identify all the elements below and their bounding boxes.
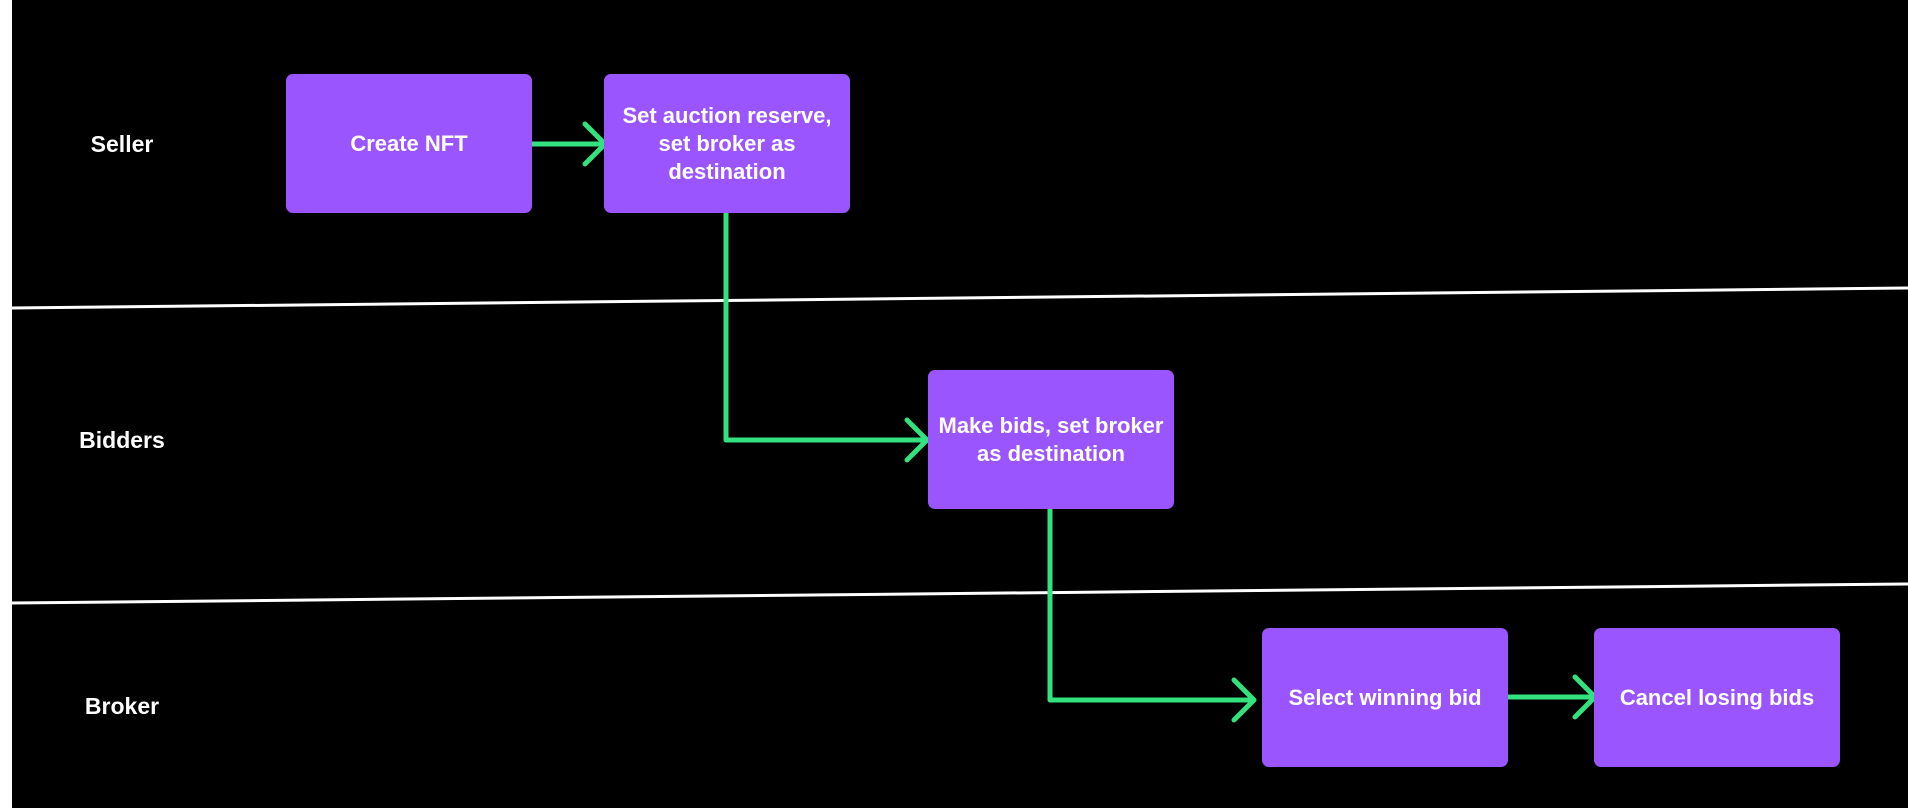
node-set-auction-reserve[interactable]: Set auction reserve, set broker as desti… xyxy=(604,74,850,213)
swimlane-diagram: Seller Bidders Broker Create NFT Set auc… xyxy=(12,0,1908,808)
diagram-lines xyxy=(12,121,1908,723)
arrow-bids-to-select xyxy=(1047,506,1257,723)
node-make-bids[interactable]: Make bids, set broker as destination xyxy=(928,370,1174,509)
lane-label-seller: Seller xyxy=(90,131,154,157)
arrow-reserve-to-bids xyxy=(723,210,930,463)
lane-label-broker: Broker xyxy=(84,693,160,719)
lane-divider-seller-bidders xyxy=(12,286,1908,310)
node-cancel-losing-bids[interactable]: Cancel losing bids xyxy=(1594,628,1840,767)
arrow-select-to-cancel xyxy=(1503,674,1598,720)
lane-label-bidders: Bidders xyxy=(79,427,165,453)
node-select-winning-bid[interactable]: Select winning bid xyxy=(1262,628,1508,767)
lane-divider-bidders-broker xyxy=(12,582,1908,605)
arrow-create-to-reserve xyxy=(529,121,608,167)
node-create-nft[interactable]: Create NFT xyxy=(286,74,532,213)
